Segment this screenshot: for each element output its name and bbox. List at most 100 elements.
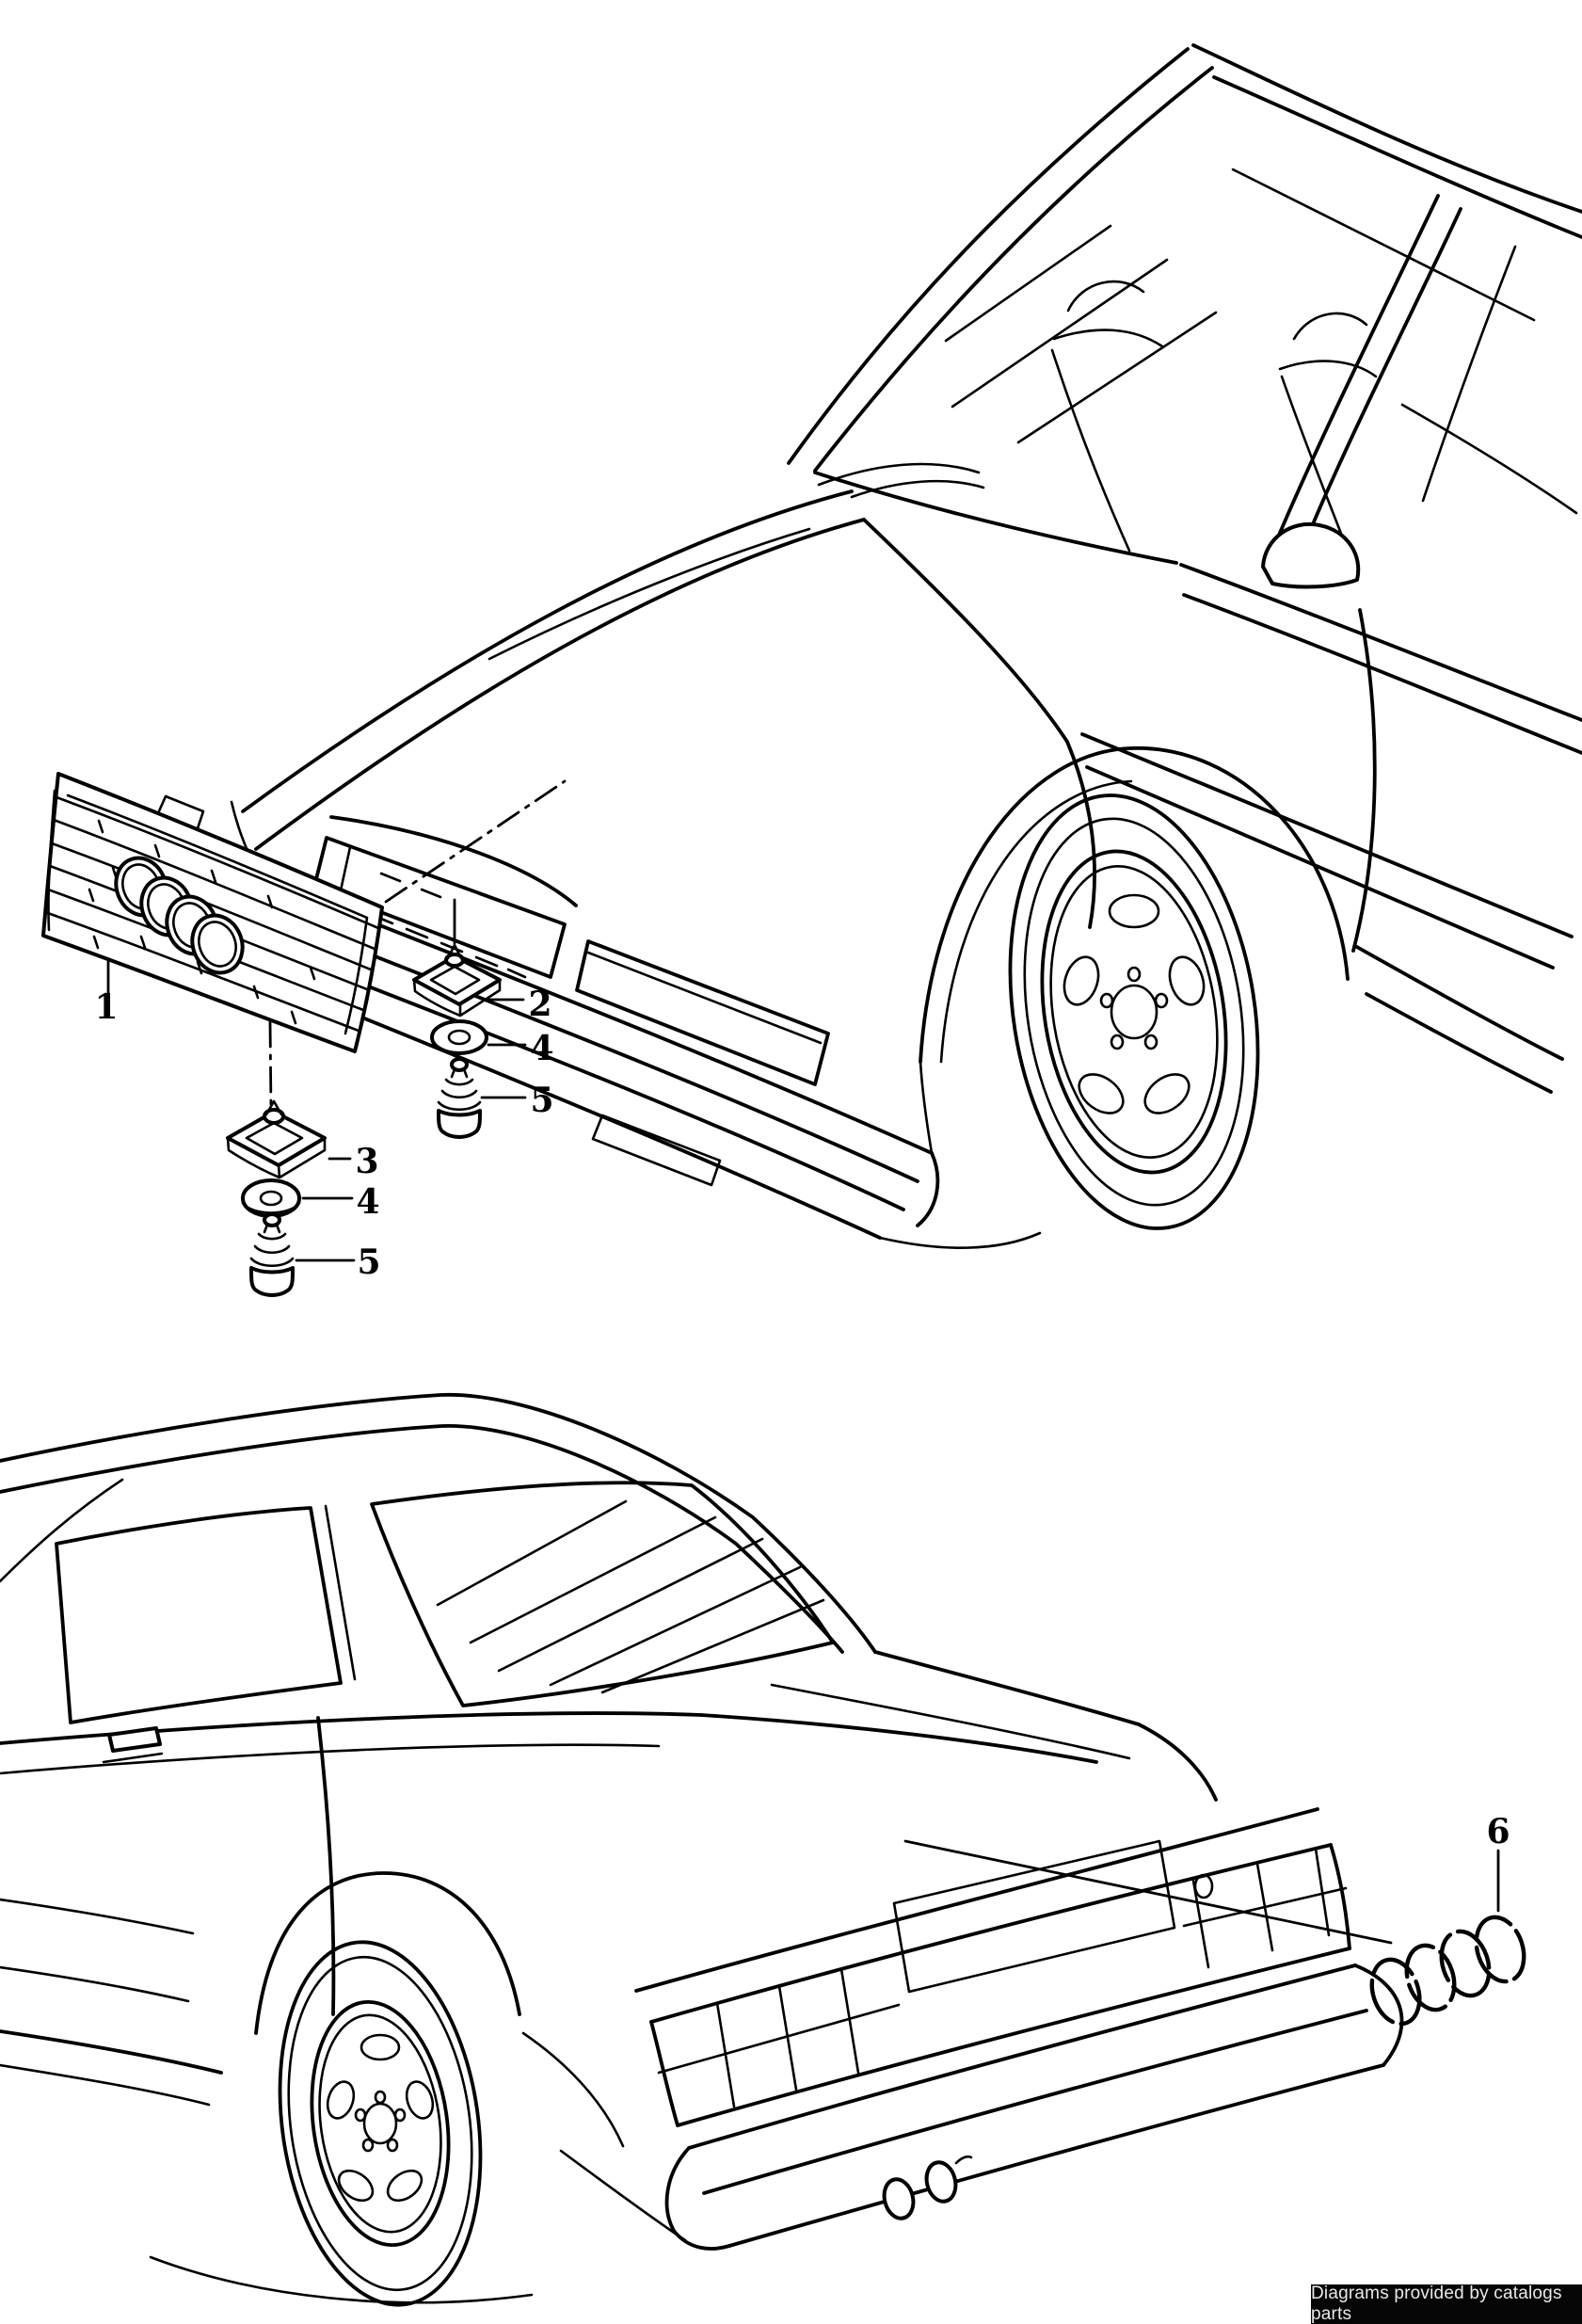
roof-inner-line — [1231, 168, 1536, 322]
trunk-lid-crease — [770, 1683, 1131, 1760]
callout-1: 1 — [94, 987, 118, 1027]
rim-inner — [318, 2013, 442, 2234]
rear-window-reflections — [436, 1499, 825, 1694]
interior-seats — [1050, 168, 1578, 553]
tire-inner — [1023, 817, 1245, 1207]
bumper-mid-line — [702, 2009, 1368, 2195]
lug-hole — [1110, 1034, 1125, 1050]
side-mirror — [1261, 521, 1361, 589]
hood-edge-lower — [254, 518, 866, 851]
quarter-skirt — [521, 2031, 625, 2148]
roof-line — [1191, 43, 1582, 214]
screw-thread-1 — [257, 1232, 287, 1241]
side-crease-2 — [0, 1965, 190, 2003]
spoke-openings — [1063, 893, 1206, 1114]
grille-opening-outline — [312, 836, 567, 979]
screw-neck — [450, 1067, 469, 1079]
seat-right-back — [1280, 375, 1348, 548]
parcel-shelf-line — [1400, 403, 1578, 515]
clip-pin-base — [263, 1108, 285, 1125]
sill-line-lower — [0, 2063, 211, 2107]
spoke-openings — [326, 2033, 435, 2203]
speed-nut-upper — [412, 943, 502, 1018]
grille-to-clip-leader — [268, 1020, 273, 1113]
tire-inner — [287, 1955, 473, 2292]
side-crease-lower — [1085, 765, 1555, 970]
screw-upper — [437, 1057, 482, 1139]
screw-base — [437, 1109, 482, 1139]
grille-slat — [50, 841, 373, 971]
audi-rings-grille-badge — [114, 856, 245, 975]
rear-bumper — [664, 1963, 1404, 2251]
hub-cap — [362, 2102, 398, 2145]
spoke-opening — [405, 2080, 435, 2120]
arch-to-bumper — [919, 1060, 934, 1155]
b-pillar-inner — [1295, 207, 1462, 565]
grille-slat — [55, 795, 380, 930]
rear-car-drawing — [0, 1392, 1404, 2307]
bumper-end-cap — [916, 1151, 940, 1227]
wiper-arc-2 — [850, 479, 985, 499]
washer-hole — [447, 1029, 471, 1046]
tire-outer — [278, 1940, 483, 2307]
clip-plate-inner — [429, 965, 481, 996]
clip-pin-base — [444, 953, 465, 968]
screw-thread-2 — [253, 1244, 291, 1255]
tire-outer — [1008, 793, 1260, 1230]
seat-left-shoulder — [1052, 329, 1164, 348]
clip-plate-thickness — [412, 978, 502, 1018]
wheel-arch — [254, 1871, 521, 2035]
door-window-frame — [1421, 245, 1517, 503]
grille-opening-divider — [339, 845, 352, 892]
windshield-cowl-edge — [813, 471, 1178, 565]
spoke-opening — [1168, 955, 1206, 1006]
clip-pin-cone — [264, 1099, 283, 1116]
lug-hole — [1154, 992, 1169, 1009]
bumper-line-3 — [318, 966, 905, 1211]
roof-line — [0, 1392, 877, 1654]
spoke-opening — [360, 2033, 401, 2061]
trunk-corner-edge — [1137, 1723, 1218, 1802]
a-pillar-inner-line — [813, 66, 1214, 473]
quarter-beltline — [699, 1713, 1098, 1764]
washer-outer — [241, 1178, 301, 1218]
spoke-opening — [1063, 955, 1100, 1006]
callout-4-lower: 4 — [356, 1182, 379, 1222]
panel-top-edge — [649, 1843, 1333, 2024]
bumper-left-wrap — [664, 2146, 731, 2251]
beltline-upper — [1179, 563, 1582, 722]
ring-2 — [1404, 1943, 1457, 2012]
rim-outer — [310, 1999, 451, 2248]
beltline-lower — [1182, 593, 1582, 755]
lug-hole — [386, 2138, 399, 2153]
screw-thread-3 — [437, 1100, 482, 1112]
ring-3 — [1439, 1929, 1492, 1998]
front-car-drawing — [230, 43, 1582, 1249]
rim-outer — [1040, 849, 1228, 1175]
bumper-line-2 — [323, 935, 919, 1183]
door-cut-line — [1351, 608, 1377, 953]
screw-neck — [263, 1223, 281, 1234]
headlight — [575, 939, 830, 1086]
callout-5-upper: 5 — [530, 1081, 553, 1120]
lug-hole — [1143, 1034, 1159, 1050]
screw-thread-3 — [249, 1257, 295, 1268]
grille-to-body-leader — [384, 779, 567, 904]
audi-rings-emblem — [1369, 1915, 1526, 2027]
rear-window — [370, 1481, 835, 1707]
spoke-opening — [1078, 1073, 1125, 1114]
speed-nut-lower — [226, 1099, 327, 1179]
grille-slat — [52, 818, 376, 951]
bumper-bottom-line — [727, 2063, 1385, 2248]
under-car-line — [149, 2255, 534, 2304]
lug-holes — [354, 2090, 407, 2153]
callout-4-upper: 4 — [530, 1029, 553, 1068]
screw-tip — [263, 1212, 281, 1227]
door-cut-line — [316, 1716, 336, 2016]
hub-cap — [1110, 984, 1159, 1040]
footer-attribution-bar: Diagrams provided by catalogs parts — [1311, 2284, 1582, 2324]
callout-5-lower: 5 — [357, 1242, 380, 1282]
wheel-to-bumper-line — [559, 2149, 687, 2242]
clip-plate-thickness — [226, 1136, 327, 1179]
